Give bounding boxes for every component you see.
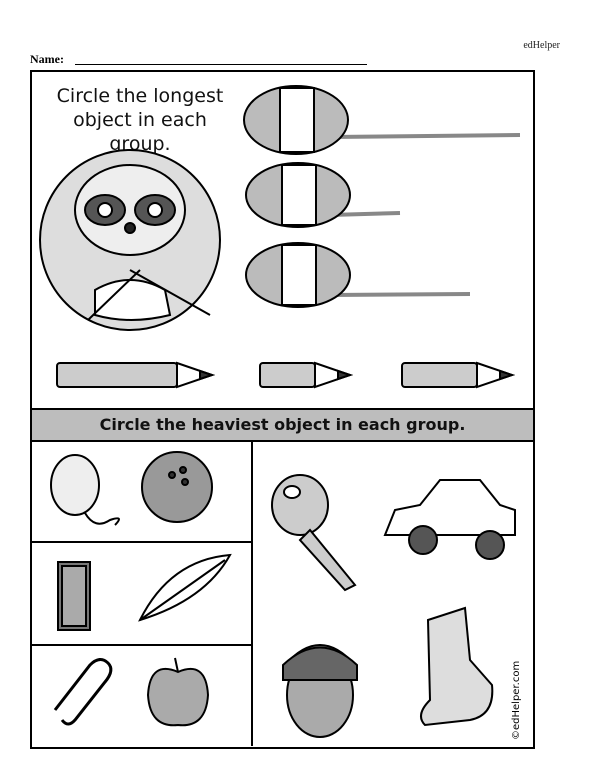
balloon-icon [50,454,120,526]
acorn-icon [282,644,358,738]
apple-icon [146,657,210,727]
heaviest-instruction: Circle the heaviest object in each group… [99,415,466,434]
pencil-medium [401,361,516,389]
divider-row-1 [32,541,252,543]
yarn-ball-medium [245,162,401,228]
brand-text: edHelper [523,40,560,51]
heaviest-banner: Circle the heaviest object in each group… [32,408,533,442]
yarn-ball-short [245,242,471,308]
paperclip-icon [53,658,113,726]
copyright-text: ©edHelper.com [511,660,522,740]
worksheet-frame [30,70,535,749]
longest-instruction: Circle the longest object in each group. [56,85,224,155]
feather-icon [138,553,232,622]
name-label: Name: [30,52,64,66]
raccoon-illustration [39,149,221,331]
yarn-ball-long [243,85,521,155]
divider-row-2 [32,644,252,646]
key-icon [271,474,357,592]
sock-icon [420,606,494,727]
pencil-long [56,361,216,389]
toy-car-icon [383,479,516,560]
name-input-line[interactable] [75,64,367,65]
pencil-short [259,361,354,389]
book-icon [57,561,91,631]
divider-vertical [251,440,253,746]
bowling-ball-icon [141,451,213,523]
